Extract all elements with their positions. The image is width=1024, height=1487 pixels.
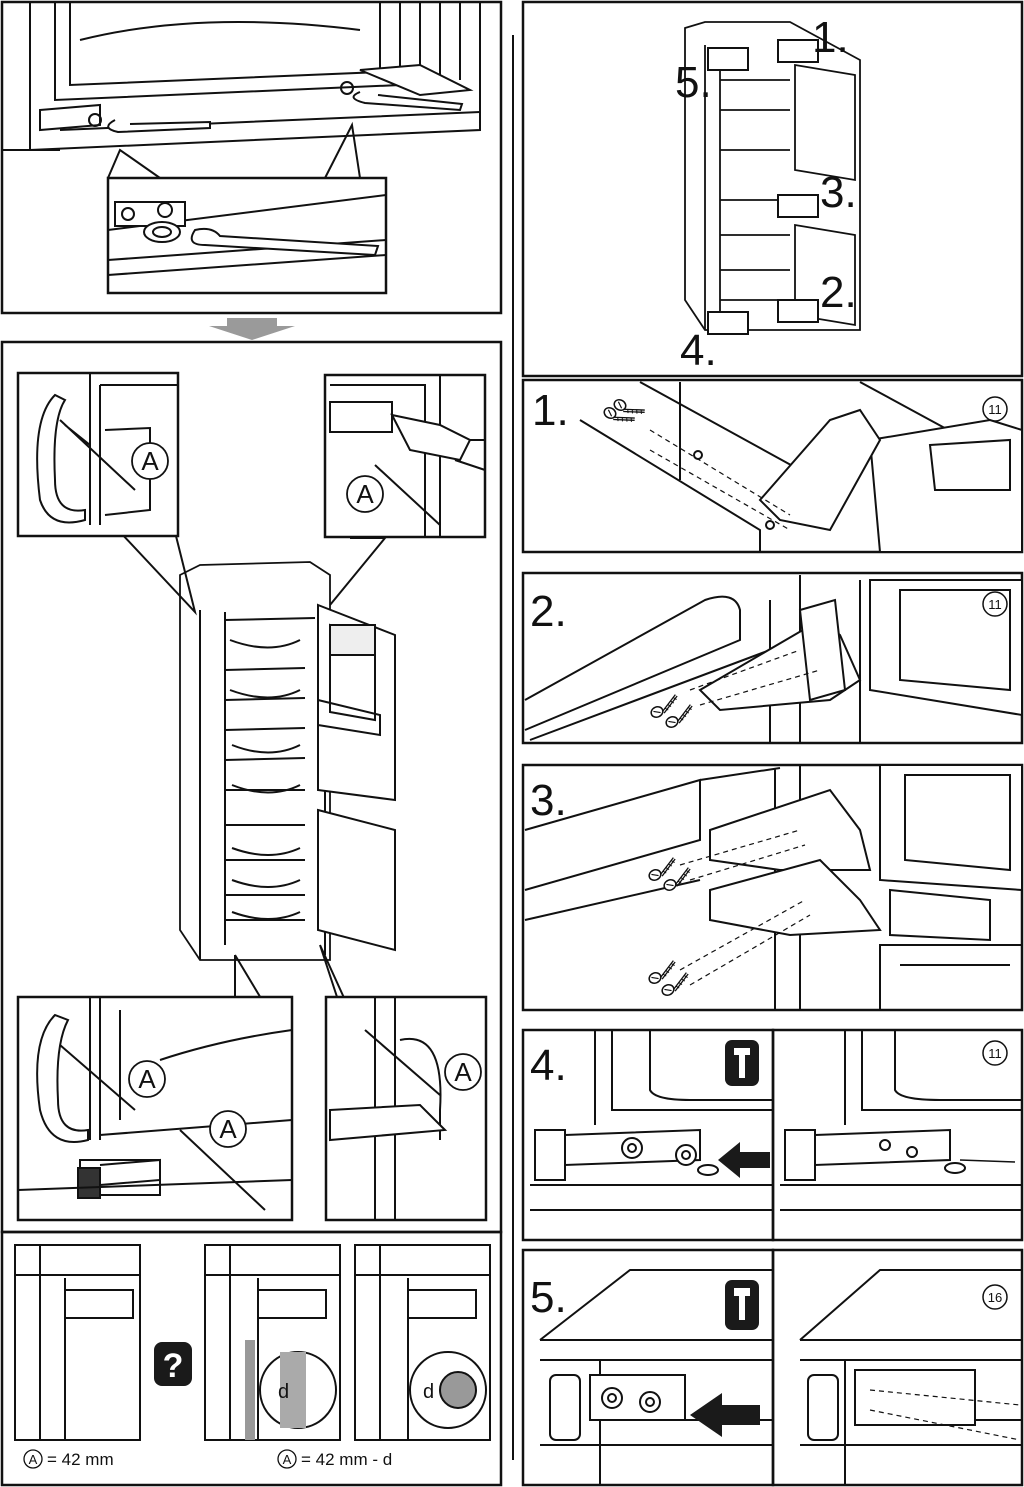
question-icon <box>154 1342 192 1386</box>
panel-step-2 <box>521 571 1024 745</box>
ref-label-step5: 16 <box>988 1290 1002 1305</box>
step-number-5: 5. <box>530 1273 567 1322</box>
push-arrow-icon <box>718 1142 770 1178</box>
panel-step-1 <box>521 378 1024 554</box>
svg-text:A: A <box>454 1057 472 1087</box>
overview-number-1: 1. <box>812 13 849 62</box>
panel-step-3 <box>521 763 1024 1012</box>
step-number-3: 3. <box>530 776 567 825</box>
svg-text:A: A <box>141 446 159 476</box>
ref-11-icon <box>982 1040 1008 1066</box>
d-label-2: d <box>423 1381 434 1403</box>
formula-right: A = 42 mm - d <box>277 1449 392 1469</box>
push-arrow-icon <box>690 1393 760 1437</box>
svg-text:= 42 mm - d: = 42 mm - d <box>301 1450 392 1469</box>
overview-number-5: 5. <box>675 58 712 107</box>
callout-a-br: A <box>444 1053 482 1091</box>
panel-gap-measurement <box>0 340 503 1234</box>
screw-badge-icon <box>725 1280 759 1330</box>
ref-11-icon <box>982 396 1008 422</box>
overview-number-4: 4. <box>680 326 717 375</box>
ref-label-step4: 11 <box>988 1046 1002 1061</box>
ref-label-step2: 11 <box>988 597 1002 612</box>
panel-hinge-overview <box>521 0 1024 378</box>
svg-text:A: A <box>138 1064 156 1094</box>
step-number-1: 1. <box>532 386 569 435</box>
question-mark: ? <box>163 1347 184 1385</box>
ref-16-icon <box>982 1284 1008 1310</box>
panel-d-measurement <box>0 1230 503 1487</box>
callout-a-bl-2: A <box>209 1110 247 1148</box>
panel-step-4 <box>521 1028 1024 1242</box>
svg-text:A: A <box>29 1452 38 1467</box>
step-number-2: 2. <box>530 587 567 636</box>
svg-text:= 42 mm: = 42 mm <box>47 1450 114 1469</box>
ref-label-step1: 11 <box>988 402 1002 417</box>
panel-wrench-adjust <box>0 0 503 315</box>
ref-11-icon <box>982 591 1008 617</box>
svg-text:A: A <box>219 1114 237 1144</box>
d-label-1: d <box>278 1381 289 1403</box>
overview-number-3: 3. <box>820 168 857 217</box>
panel-step-5 <box>521 1248 1024 1487</box>
formula-left: A = 42 mm <box>23 1449 114 1469</box>
callout-a-tl: A <box>131 442 169 480</box>
callout-a-bl-1: A <box>128 1060 166 1098</box>
svg-text:A: A <box>356 479 374 509</box>
step-number-4: 4. <box>530 1041 567 1090</box>
callout-a-tr: A <box>346 475 384 513</box>
down-arrow-icon <box>209 318 295 340</box>
overview-number-2: 2. <box>820 268 857 317</box>
screw-badge-icon <box>725 1040 759 1086</box>
svg-text:A: A <box>283 1452 292 1467</box>
